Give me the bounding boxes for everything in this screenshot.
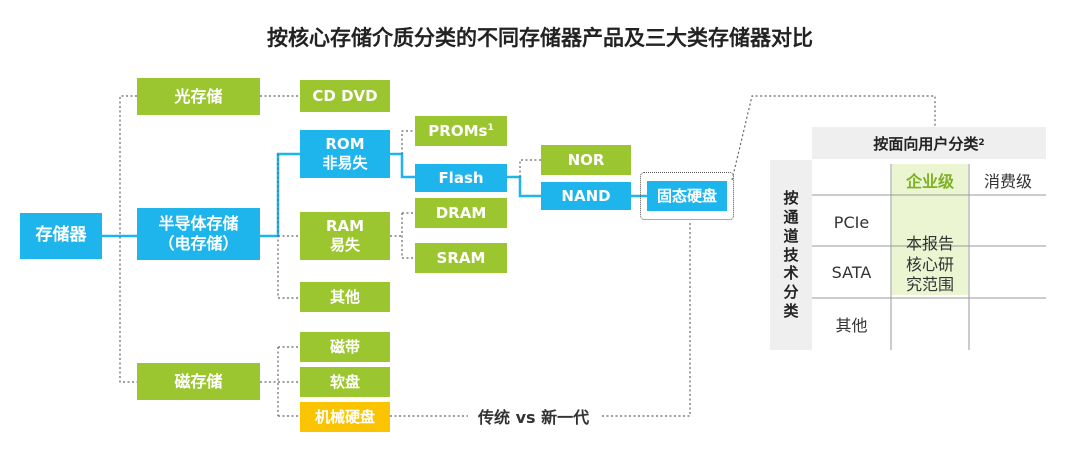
core-scope-label: 本报告 核心研 究范围 (905, 233, 954, 295)
row-pcie: PCIe (812, 200, 891, 244)
core-scope-highlight (892, 164, 968, 295)
optical-storage-node: 光存储 (137, 78, 260, 115)
ram-label: RAM 易失 (325, 217, 365, 254)
semiconductor-storage-label: 半导体存储（电存储） (158, 214, 239, 253)
channel-classification-header: 按 通 道 技 术 分 类 (770, 160, 812, 350)
page-title: 按核心存储介质分类的不同存储器产品及三大类存储器对比 (267, 26, 813, 50)
column-enterprise-label: 企业级 (905, 172, 954, 191)
magnetic-storage-label: 磁存储 (174, 371, 223, 391)
ssd-node: 固态硬盘 (647, 181, 727, 211)
floppy-label: 软盘 (329, 372, 360, 391)
side-char: 类 (783, 301, 799, 320)
proms-node: PROMs1 (415, 116, 507, 146)
dotted-lines (119, 95, 936, 417)
nor-label: NOR (567, 150, 605, 169)
dram-label: DRAM (435, 203, 487, 222)
row-pcie-label: PCIe (833, 212, 870, 232)
column-consumer: 消费级 (970, 166, 1046, 194)
column-consumer-label: 消费级 (983, 172, 1032, 191)
cd-dvd-label: CD DVD (312, 86, 378, 105)
core-scope-text: 本报告 核心研 究范围 (892, 213, 968, 296)
traditional-vs-new-label: 传统 vs 新一代 (470, 404, 598, 428)
table-grid-lines (812, 164, 1046, 350)
storage-root-node: 存储器 (20, 213, 102, 259)
side-char: 分 (783, 283, 799, 302)
side-char: 术 (783, 264, 799, 283)
semiconductor-storage-node: 半导体存储（电存储） (137, 208, 260, 260)
hdd-node: 机械硬盘 (300, 402, 390, 432)
side-char: 按 (783, 189, 799, 208)
sram-node: SRAM (415, 243, 507, 273)
ssd-label: 固态硬盘 (656, 186, 717, 205)
row-sata: SATA (812, 250, 891, 294)
rom-node: ROM 非易失 (300, 130, 390, 178)
other-semiconductor-node: 其他 (300, 282, 390, 312)
ram-node: RAM 易失 (300, 212, 390, 260)
row-other: 其他 (812, 302, 891, 346)
other-semiconductor-label: 其他 (329, 287, 360, 306)
tape-label: 磁带 (329, 337, 360, 356)
nand-node: NAND (541, 182, 631, 210)
flash-node: Flash (415, 164, 507, 192)
side-char: 技 (783, 245, 799, 264)
proms-label: PROMs1 (428, 121, 494, 140)
column-enterprise: 企业级 (892, 166, 968, 194)
sram-label: SRAM (436, 248, 486, 267)
storage-root-label: 存储器 (35, 225, 87, 246)
nand-label: NAND (561, 186, 611, 205)
optical-storage-label: 光存储 (174, 86, 223, 106)
row-sata-label: SATA (831, 262, 872, 282)
ssd-frame (640, 172, 734, 220)
nor-node: NOR (541, 145, 631, 175)
cd-dvd-node: CD DVD (300, 80, 390, 112)
row-other-label: 其他 (835, 316, 868, 335)
tape-node: 磁带 (300, 332, 390, 362)
flash-label: Flash (438, 168, 484, 187)
dram-node: DRAM (415, 198, 507, 228)
user-classification-label: 按面向用户分类 (873, 134, 979, 153)
side-char: 通 (783, 208, 799, 227)
footnote-marker: 2 (978, 138, 985, 148)
magnetic-storage-node: 磁存储 (137, 363, 260, 400)
hdd-label: 机械硬盘 (314, 407, 375, 426)
floppy-node: 软盘 (300, 367, 390, 397)
side-char: 道 (783, 226, 799, 245)
rom-label: ROM 非易失 (322, 135, 368, 172)
